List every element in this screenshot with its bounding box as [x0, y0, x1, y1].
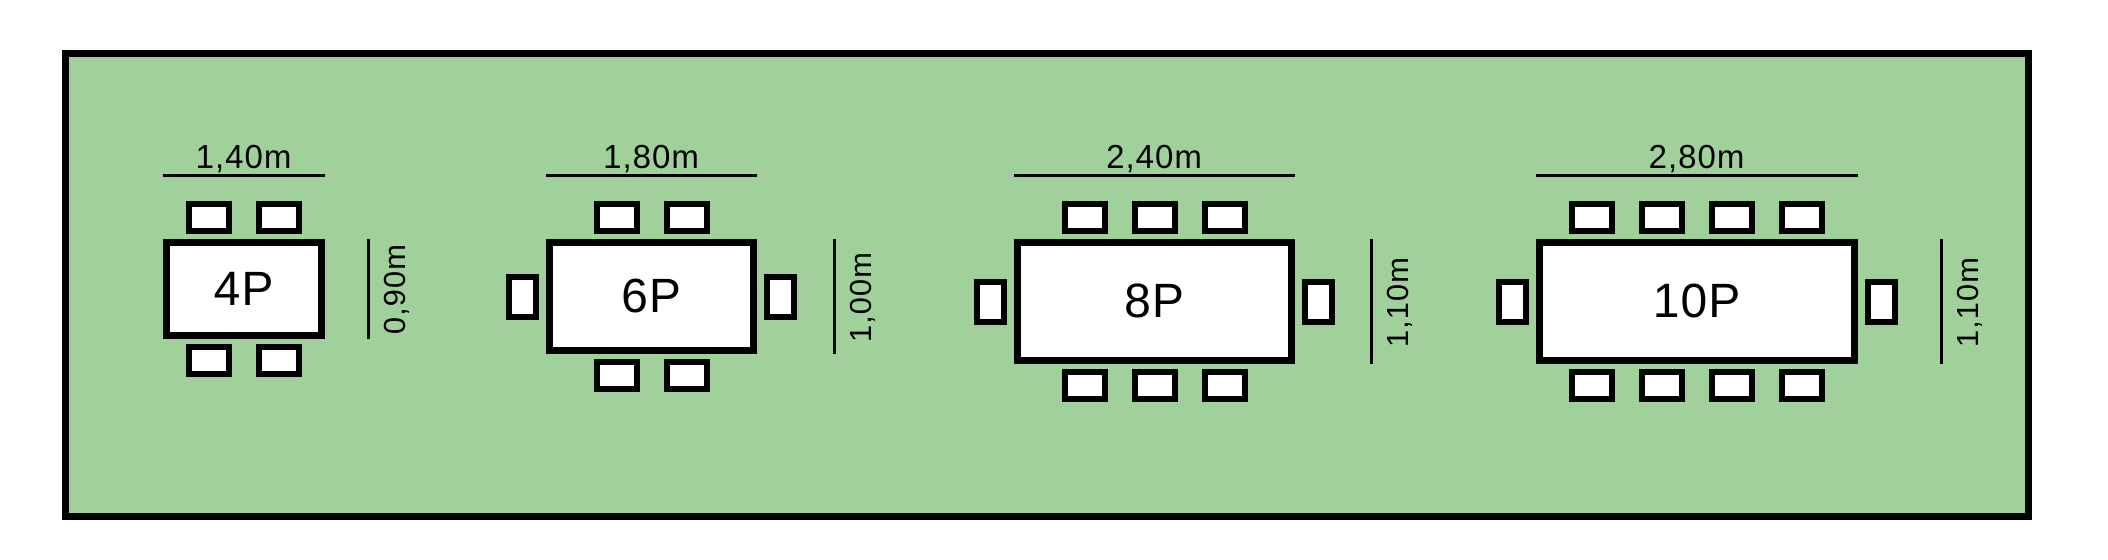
table-width-label: 1,40m: [195, 138, 293, 175]
bottom-chair-row: [593, 359, 710, 392]
table-width-label: 2,40m: [1106, 138, 1203, 175]
chair-bottom: [1709, 369, 1755, 402]
table-mid-row: 10P: [1496, 239, 1898, 364]
chair-bottom: [593, 359, 640, 392]
table-surface: 6P: [546, 239, 757, 354]
table-width-label: 1,80m: [603, 138, 700, 175]
width-dimension-line: [1014, 174, 1295, 177]
chair-top: [1131, 201, 1178, 234]
chair-right: [764, 273, 797, 320]
chair-bottom: [256, 344, 302, 377]
chair-top: [256, 201, 302, 234]
table-mid-row: 6P: [506, 239, 797, 354]
chair-bottom: [186, 344, 232, 377]
table-surface: 8P: [1014, 239, 1295, 364]
chair-top: [1201, 201, 1248, 234]
table-depth-label: 1,10m: [1380, 255, 1415, 348]
table-surface: 10P: [1536, 239, 1858, 364]
table-surface: 4P: [163, 239, 325, 339]
chair-top: [1639, 201, 1685, 234]
chair-top: [593, 201, 640, 234]
chair-left: [506, 273, 539, 320]
chair-bottom: [1779, 369, 1825, 402]
top-chair-row: [1569, 201, 1825, 234]
chair-bottom: [1061, 369, 1108, 402]
chair-left: [1496, 278, 1529, 325]
depth-dimension-line: [833, 239, 836, 354]
chair-right: [1302, 278, 1335, 325]
depth-dimension: 1,10m: [1370, 239, 1416, 364]
chair-top: [186, 201, 232, 234]
chair-top: [1709, 201, 1755, 234]
width-dimension-line: [546, 174, 757, 177]
table-group-6p: 1,80m 6P 1,00m: [506, 138, 878, 392]
chair-bottom: [1201, 369, 1248, 402]
depth-dimension: 1,10m: [1940, 239, 1986, 364]
chair-right: [1865, 278, 1898, 325]
chair-top: [663, 201, 710, 234]
table-depth-label: 1,10m: [1950, 255, 1985, 348]
top-chair-row: [1061, 201, 1248, 234]
table-group-8p: 2,40m 8P 1,10m: [974, 138, 1415, 402]
table-group-10p: 2,80m 10P 1,10m: [1496, 138, 1985, 402]
table-capacity-label: 10P: [1652, 275, 1742, 328]
table-mid-row: 4P: [163, 239, 325, 339]
bottom-chair-row: [186, 344, 302, 377]
bottom-chair-row: [1569, 369, 1825, 402]
table-group-4p: 1,40m 4P 0,90m: [163, 138, 412, 377]
chair-top: [1061, 201, 1108, 234]
chair-left: [974, 278, 1007, 325]
depth-dimension: 1,00m: [833, 239, 879, 354]
width-dimension-line: [1536, 174, 1858, 177]
depth-dimension: 0,90m: [367, 239, 413, 339]
chair-bottom: [1639, 369, 1685, 402]
chair-top: [1779, 201, 1825, 234]
table-mid-row: 8P: [974, 239, 1335, 364]
depth-dimension-line: [367, 239, 370, 339]
top-chair-row: [186, 201, 302, 234]
chair-bottom: [663, 359, 710, 392]
chair-bottom: [1569, 369, 1615, 402]
table-capacity-label: 8P: [1124, 275, 1185, 328]
bottom-chair-row: [1061, 369, 1248, 402]
table-capacity-label: 4P: [213, 262, 275, 316]
table-capacity-label: 6P: [621, 270, 682, 323]
table-width-label: 2,80m: [1648, 138, 1746, 175]
table-depth-label: 1,00m: [843, 250, 878, 343]
chair-top: [1569, 201, 1615, 234]
width-dimension-line: [163, 174, 325, 177]
table-depth-label: 0,90m: [377, 243, 412, 335]
depth-dimension-line: [1370, 239, 1373, 364]
top-chair-row: [593, 201, 710, 234]
chair-bottom: [1131, 369, 1178, 402]
depth-dimension-line: [1940, 239, 1943, 364]
